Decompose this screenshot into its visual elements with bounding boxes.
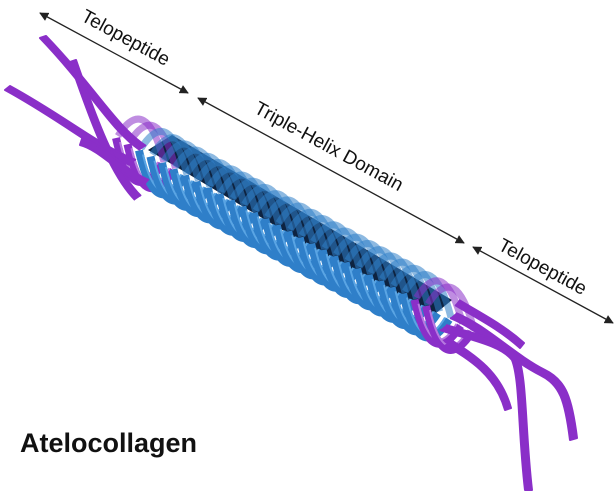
helix-coil-back bbox=[413, 277, 466, 325]
helix-coil-back bbox=[425, 283, 478, 331]
telopeptide-left-label: Telopeptide bbox=[78, 6, 173, 71]
telopeptide-strand bbox=[439, 324, 533, 491]
triple-helix-label: Triple-Helix Domain bbox=[251, 98, 407, 196]
telopeptide-strand bbox=[79, 138, 150, 186]
diagram-title: Atelocollagen bbox=[20, 428, 198, 458]
telopeptide-strand bbox=[444, 339, 512, 411]
collagen-molecule bbox=[4, 35, 578, 491]
right-telopeptide-strands bbox=[439, 299, 578, 491]
helix-front-ribbons bbox=[112, 137, 476, 354]
telopeptide-strand bbox=[39, 35, 147, 151]
helix-coil-front bbox=[422, 305, 476, 354]
telopeptide-left-arrow bbox=[39, 12, 189, 94]
helix-coil-back bbox=[402, 271, 455, 319]
telopeptide-right-label: Telopeptide bbox=[495, 235, 590, 300]
triple-helix-arrow bbox=[197, 97, 465, 244]
telopeptide-right-arrow bbox=[472, 246, 614, 324]
